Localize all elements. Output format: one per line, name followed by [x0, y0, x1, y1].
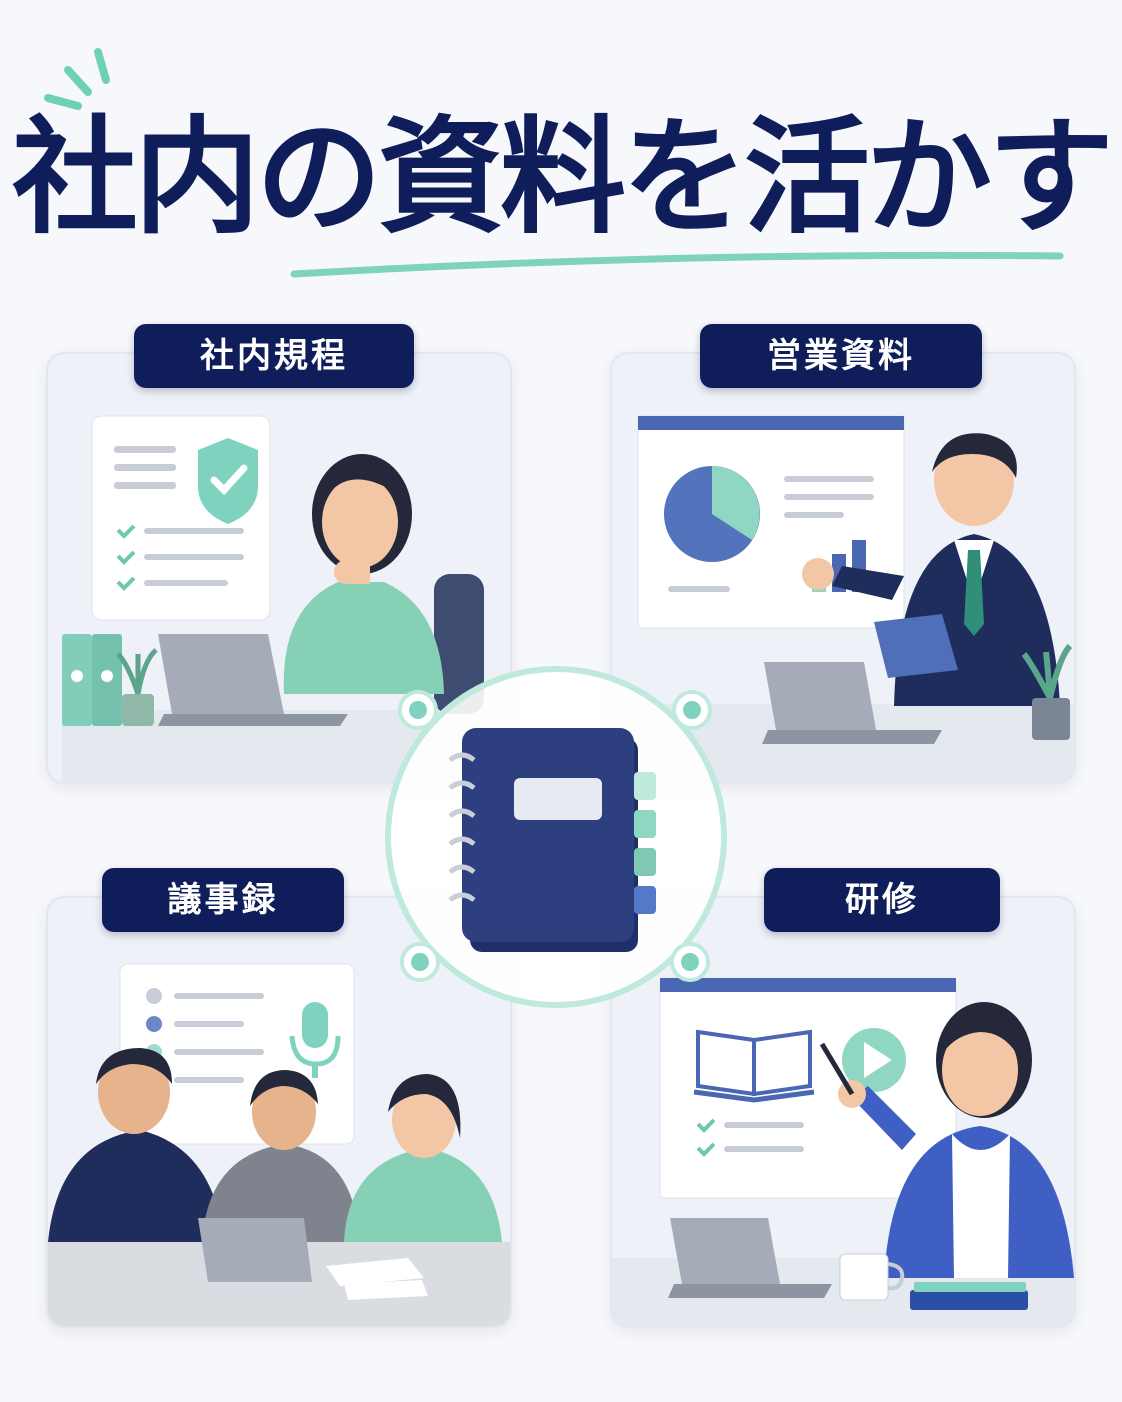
tag-internal-rules: 社内規程 [134, 324, 414, 388]
tag-sales-materials: 営業資料 [700, 324, 982, 388]
sparkle-decoration [44, 48, 110, 110]
tag-training: 研修 [764, 868, 1000, 932]
panel-sales-materials [610, 352, 1076, 784]
title-underline [290, 251, 1064, 278]
panel-training [610, 896, 1076, 1328]
tag-meeting-minutes: 議事録 [102, 868, 344, 932]
page-title: 社内の資料を活かす [12, 104, 1114, 251]
notebook-icon [448, 728, 656, 952]
